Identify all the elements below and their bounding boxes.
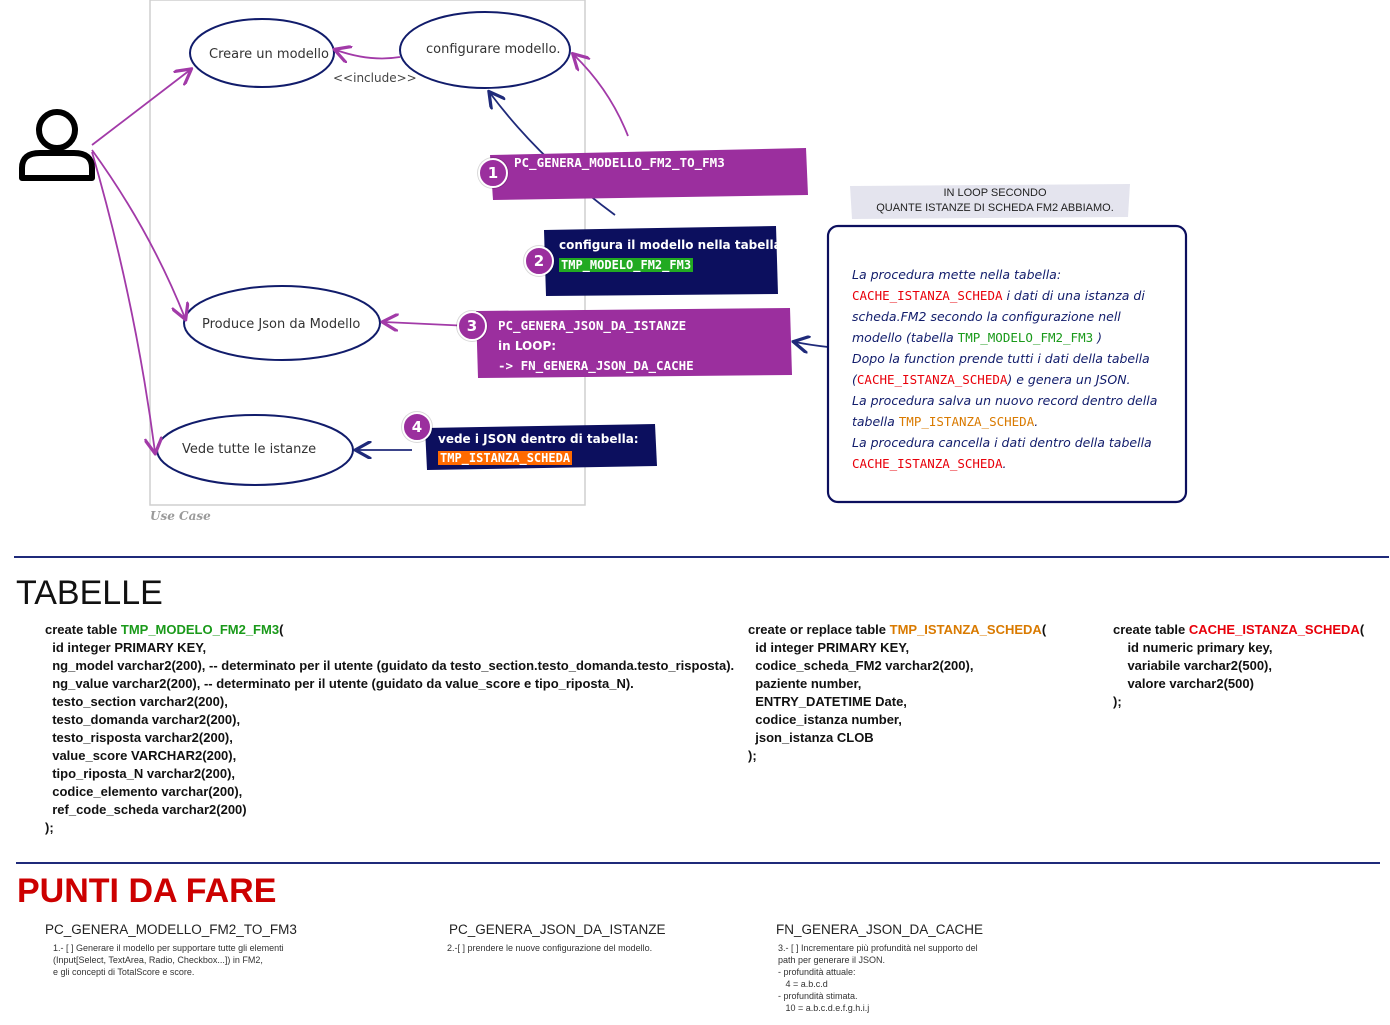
table1-line: ref_code_scheda varchar2(200) [45,802,247,817]
step4-table-name: TMP_ISTANZA_SCHEDA [438,451,573,465]
actor-to-produce-arrow [91,149,185,318]
actor-to-view-arrow [91,151,155,452]
step3-label-3: -> FN_GENERA_JSON_DA_CACHE [498,358,694,373]
step3-box [476,308,792,378]
table1-line: id integer PRIMARY KEY, [45,640,207,655]
step2-number: 2 [524,246,554,276]
table1-line: value_score VARCHAR2(200), [45,748,237,763]
table2-line: paziente number, [748,676,862,691]
todo-head-1: PC_GENERA_MODELLO_FM2_TO_FM3 [45,922,297,937]
table3-line: ); [1113,694,1122,709]
step1-box [490,148,808,200]
table1-line: ng_model varchar2(200), -- determinato p… [45,658,735,673]
note-p1: La procedura mette nella tabella: [852,267,1062,282]
note-table-modelo: TMP_MODELO_FM2_FM3 [957,330,1094,345]
step1-to-configure-arrow [574,55,629,137]
table3-open: ( [1359,622,1365,637]
table3-prefix: create table [1113,622,1189,637]
note-block-3: La procedura salva un nuovo record dentr… [852,390,1172,432]
note-p2: i dati di una istanza di scheda.FM2 seco… [852,288,1145,345]
tables-title: TABELLE [16,574,163,612]
include-label: <<include>> [333,71,417,85]
step4-number: 4 [402,412,432,442]
actor-icon [19,109,95,181]
table1-line: ng_value varchar2(200), -- determinato p… [45,676,634,691]
table2-line: codice_scheda_FM2 varchar2(200), [748,658,974,673]
use-case-boundary-caption: Use Case [150,509,211,523]
note-table-cache-2: CACHE_ISTANZA_SCHEDA [856,372,1008,387]
step3-label-1: PC_GENERA_JSON_DA_ISTANZE [498,318,687,333]
table1-open: ( [279,622,284,637]
include-arrow [336,50,401,58]
step4-label: vede i JSON dentro di tabella: [438,432,639,446]
table-cache-istanza: create table CACHE_ISTANZA_SCHEDA( id nu… [1113,621,1364,711]
table3-line: variabile varchar2(500), [1113,658,1272,673]
use-case-configure-shape [399,11,571,89]
table1-line: ); [45,820,54,835]
note-p7: . [1034,414,1039,429]
note-block-1: CACHE_ISTANZA_SCHEDA i dati di una istan… [852,285,1172,348]
use-case-produce-label: Produce Json da Modello [202,317,361,332]
loop-note-line1: IN LOOP SECONDO [943,187,1047,199]
use-case-view-label: Vede tutte le istanze [182,442,317,457]
step1-number: 1 [478,158,508,188]
loop-note-line2: QUANTE ISTANZE DI SCHEDA FM2 ABBIAMO. [876,202,1114,214]
table2-name: TMP_ISTANZA_SCHEDA [889,622,1042,637]
step2-label: configura il modello nella tabella: [559,238,787,252]
table1-name: TMP_MODELO_FM2_FM3 [120,622,280,637]
table2-line: codice_istanza number, [748,712,902,727]
todo-head-2: PC_GENERA_JSON_DA_ISTANZE [449,922,666,937]
table2-line: ); [748,748,757,763]
procedure-note: La procedura mette nella tabella: CACHE_… [852,264,1172,474]
step3-number: 3 [457,311,487,341]
note-p6: La procedura salva un nuovo record dentr… [852,393,1158,429]
todo-body-2: 2.-[ ] prendere le nuove configurazione … [447,943,653,953]
table3-name: CACHE_ISTANZA_SCHEDA [1188,622,1360,637]
use-case-configure-label: configurare modello. [426,42,561,57]
table1-line: testo_section varchar2(200), [45,694,228,709]
table1-prefix: create table [45,622,121,637]
table1-line: testo_risposta varchar2(200), [45,730,233,745]
todo-body-3: 3.- [ ] Incrementare più profundità nel … [778,943,978,1013]
note-table-cache-3: CACHE_ISTANZA_SCHEDA [852,456,1003,471]
todo-title: PUNTI DA FARE [17,872,277,910]
note-p5: ) e genera un JSON. [1007,372,1131,387]
table-tmp-istanza: create or replace table TMP_ISTANZA_SCHE… [748,621,1046,765]
note-box [826,224,1188,504]
step2-table-name: TMP_MODELO_FM2_FM3 [559,258,694,272]
todo-body-1: 1.- [ ] Generare il modello per supporta… [53,943,284,977]
table2-prefix: create or replace table [748,622,890,637]
step1-label: PC_GENERA_MODELLO_FM2_TO_FM3 [514,155,725,170]
todo-head-3: FN_GENERA_JSON_DA_CACHE [776,922,984,937]
note-block-4: La procedura cancella i dati dentro dell… [852,432,1172,474]
table2-line: id integer PRIMARY KEY, [748,640,910,655]
note-block-2: Dopo la function prende tutti i dati del… [852,348,1172,390]
table2-line: ENTRY_DATETIME Date, [748,694,907,709]
note-table-istanza: TMP_ISTANZA_SCHEDA [898,414,1035,429]
table1-line: codice_elemento varchar(200), [45,784,243,799]
loop-note-bg [850,184,1130,219]
step3-label-2: in LOOP: [498,339,557,353]
table3-line: valore varchar2(500) [1113,676,1254,691]
table3-line: id numeric primary key, [1113,640,1273,655]
loop-note: IN LOOP SECONDO QUANTE ISTANZE DI SCHEDA… [860,186,1130,216]
step3-to-produce-arrow [384,322,471,326]
note-p9: . [1002,456,1007,471]
note-p8: La procedura cancella i dati dentro dell… [852,435,1152,450]
note-p3: ) [1093,330,1102,345]
use-case-create-label: Creare un modello [209,47,329,62]
actor-to-create-arrow [91,70,190,146]
note-table-cache-1: CACHE_ISTANZA_SCHEDA [852,288,1003,303]
table1-line: tipo_riposta_N varchar2(200), [45,766,236,781]
table-tmp-modelo: create table TMP_MODELO_FM2_FM3( id inte… [45,621,734,837]
table2-line: json_istanza CLOB [748,730,874,745]
table1-line: testo_domanda varchar2(200), [45,712,241,727]
table2-open: ( [1041,622,1047,637]
note-p4: Dopo la function prende tutti i dati del… [852,351,1150,387]
note-to-step3-arrow [795,342,829,347]
